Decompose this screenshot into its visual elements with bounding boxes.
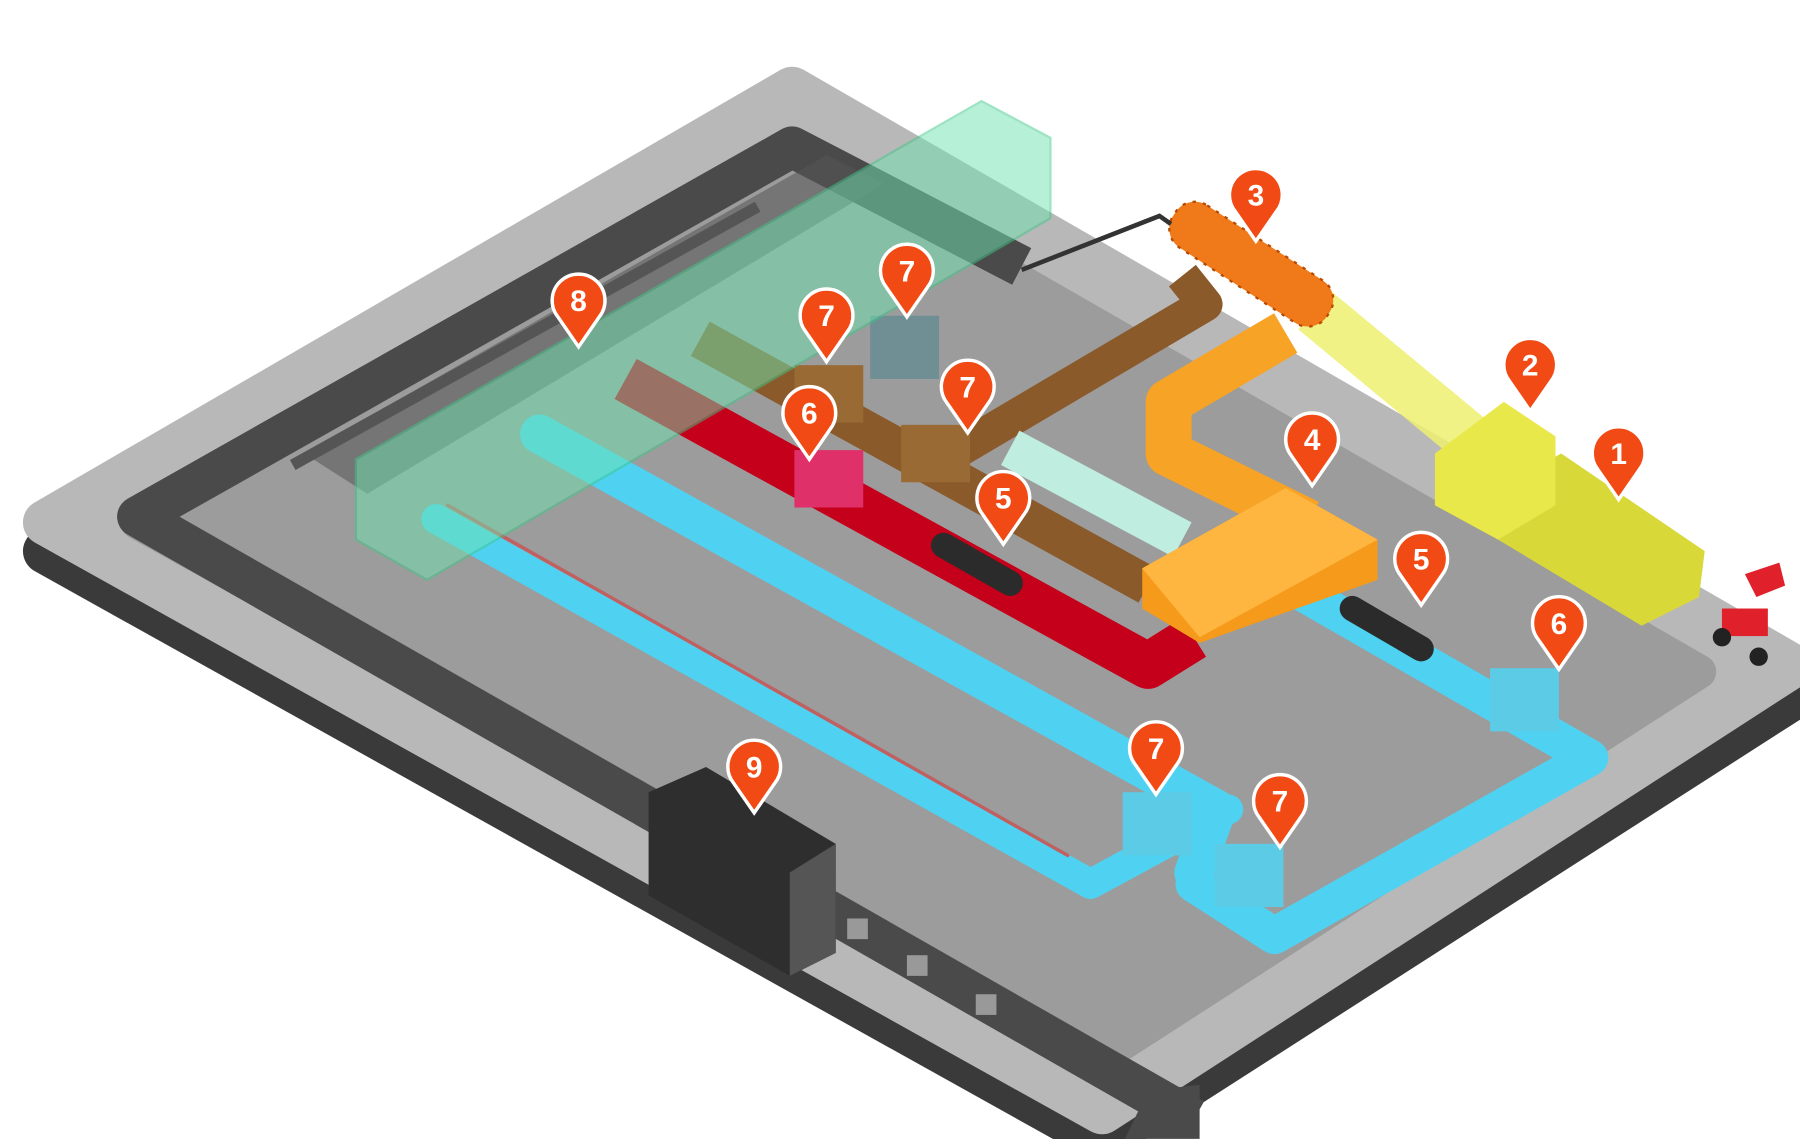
marker-pin-icon bbox=[1284, 411, 1341, 489]
marker-label: 9 bbox=[746, 751, 763, 784]
marker-label: 4 bbox=[1304, 424, 1321, 457]
belt-conveyors bbox=[930, 532, 1434, 662]
marker-pin-icon bbox=[798, 287, 855, 365]
unit-brown-b bbox=[901, 424, 971, 483]
marker-pin-icon bbox=[1502, 336, 1559, 415]
marker-pin-icon bbox=[1590, 425, 1647, 503]
trommel-drum bbox=[1168, 200, 1335, 328]
marker-3: 3 bbox=[1227, 166, 1284, 245]
blue-conveyor-b bbox=[520, 414, 1237, 893]
mint-conveyor bbox=[1001, 430, 1192, 557]
bale bbox=[847, 918, 868, 940]
baler-unit bbox=[648, 766, 997, 1015]
marker-pin-icon bbox=[975, 469, 1032, 548]
marker-5: 5 bbox=[975, 469, 1032, 548]
marker-7: 7 bbox=[1251, 772, 1309, 851]
orange-hub-top bbox=[1142, 487, 1378, 638]
marker-5: 5 bbox=[1393, 530, 1450, 609]
marker-pin-icon bbox=[1393, 530, 1450, 609]
yellow-chute bbox=[1298, 290, 1497, 468]
marker-label: 3 bbox=[1248, 180, 1265, 213]
marker-7: 7 bbox=[1127, 720, 1185, 798]
marker-pin-icon bbox=[1227, 166, 1284, 245]
marker-7: 7 bbox=[798, 287, 855, 365]
marker-2: 2 bbox=[1502, 336, 1559, 415]
marker-pin-icon bbox=[726, 738, 783, 816]
glass-box bbox=[354, 99, 1052, 582]
marker-label: 5 bbox=[995, 483, 1012, 516]
unit-pink bbox=[794, 450, 864, 508]
orange-conveyor bbox=[1145, 313, 1319, 544]
unit-grey bbox=[870, 315, 940, 379]
marker-6: 6 bbox=[781, 384, 838, 463]
markers: 1 2 3 4 5 5 6 6 7 7 7 7 7 8 9 bbox=[550, 166, 1647, 851]
unit-blue-b bbox=[1122, 792, 1192, 856]
road-exit-arrow bbox=[1125, 1084, 1200, 1139]
marker-pin-icon bbox=[878, 242, 935, 320]
marker-pin-icon bbox=[550, 272, 607, 350]
bale bbox=[906, 955, 928, 976]
yellow-unit bbox=[1298, 290, 1705, 626]
marker-label: 2 bbox=[1522, 349, 1539, 382]
marker-label: 7 bbox=[959, 371, 976, 404]
marker-pin-icon bbox=[1251, 772, 1309, 851]
marker-label: 7 bbox=[899, 255, 916, 288]
marker-label: 6 bbox=[801, 398, 818, 431]
marker-label: 8 bbox=[570, 285, 587, 318]
marker-label: 5 bbox=[1413, 544, 1430, 577]
marker-label: 1 bbox=[1610, 438, 1627, 471]
marker-1: 1 bbox=[1590, 425, 1647, 503]
brown-conveyor-upper bbox=[944, 264, 1223, 469]
blue-conveyor-thin bbox=[445, 503, 1070, 858]
marker-6: 6 bbox=[1530, 594, 1588, 673]
belt-conveyor-a bbox=[930, 532, 1023, 596]
baler-front bbox=[789, 843, 836, 976]
unit-blue-a bbox=[1490, 668, 1559, 732]
marker-label: 7 bbox=[818, 300, 835, 333]
marker-pin-icon bbox=[781, 384, 838, 463]
separator-units bbox=[794, 315, 1559, 907]
marker-pin-icon bbox=[939, 358, 996, 436]
marker-pin-icon bbox=[1530, 594, 1588, 673]
marker-7: 7 bbox=[878, 242, 935, 320]
orange-unit bbox=[1142, 313, 1378, 643]
marker-7: 7 bbox=[939, 358, 996, 436]
loader-vehicle bbox=[1712, 562, 1786, 666]
marker-8: 8 bbox=[550, 272, 607, 350]
marker-9: 9 bbox=[726, 738, 783, 816]
marker-label: 7 bbox=[1272, 786, 1289, 819]
marker-pin-icon bbox=[1127, 720, 1185, 798]
yellow-box bbox=[1434, 401, 1556, 540]
unit-blue-c bbox=[1214, 843, 1284, 907]
marker-4: 4 bbox=[1284, 411, 1341, 489]
baler-body bbox=[648, 766, 836, 976]
marker-label: 7 bbox=[1148, 733, 1165, 766]
bale bbox=[975, 994, 997, 1015]
feed-belt bbox=[1020, 213, 1173, 273]
marker-label: 6 bbox=[1551, 608, 1568, 641]
belt-conveyor-b bbox=[1339, 595, 1434, 662]
blue-conveyor-c bbox=[1175, 564, 1609, 955]
